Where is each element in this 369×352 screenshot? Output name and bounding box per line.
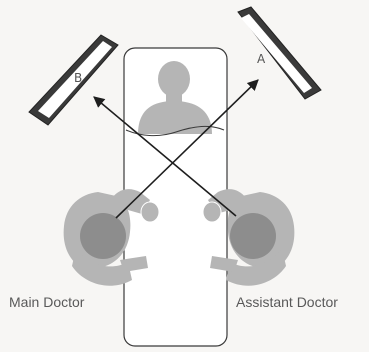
monitor-b-label: B xyxy=(74,72,82,84)
monitor-a xyxy=(238,7,321,99)
assistant-doctor-label: Assistant Doctor xyxy=(236,293,338,311)
assistant-doctor-head xyxy=(230,213,276,259)
monitor-a-label: A xyxy=(257,53,265,65)
main-doctor-head xyxy=(80,213,126,259)
main-doctor-label: Main Doctor xyxy=(9,293,84,311)
